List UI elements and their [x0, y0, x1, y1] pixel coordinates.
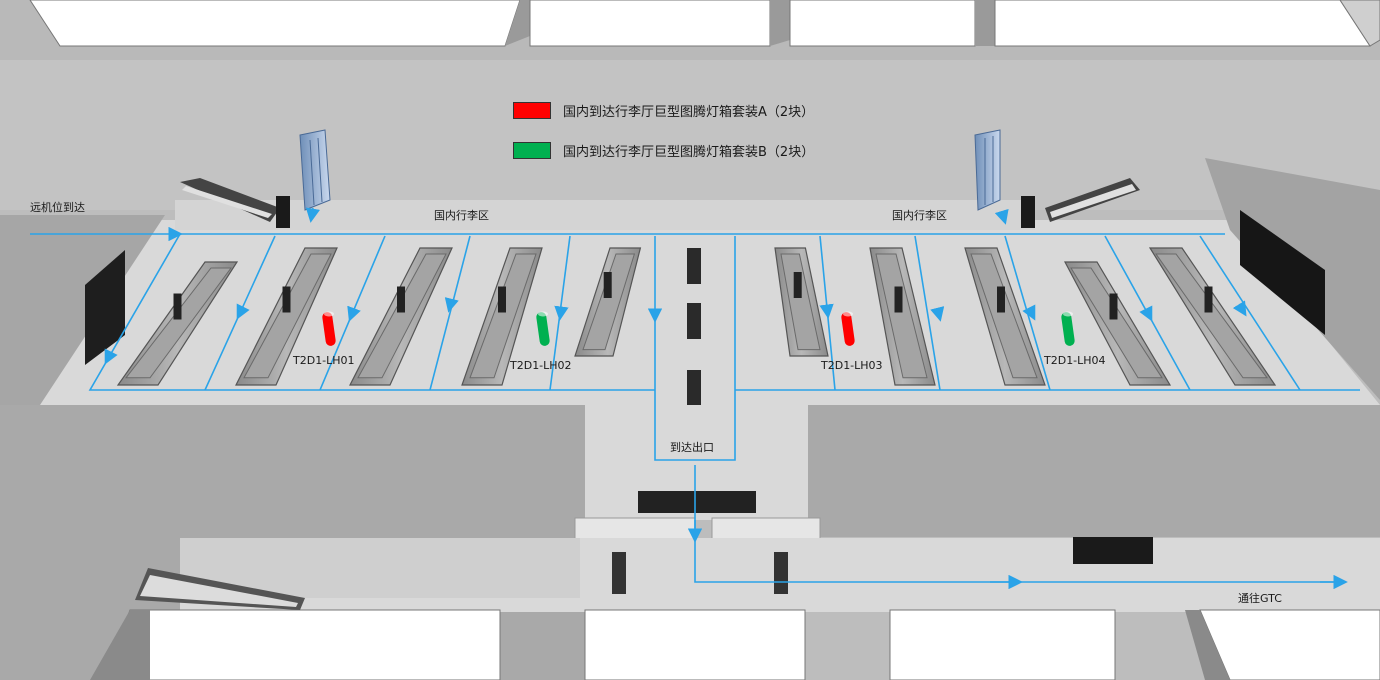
door-right	[774, 552, 788, 594]
marker-label-lh03: T2D1-LH03	[821, 359, 883, 372]
lightbox-marker-t2d1-lh04	[1061, 311, 1075, 346]
legend-text-b: 国内到达行李厅巨型图腾灯箱套装B（2块）	[563, 145, 815, 160]
carousel-display-9	[1109, 293, 1118, 320]
carousel-display-5	[603, 272, 612, 298]
escalator-lower-left	[135, 568, 305, 610]
passenger-flow	[30, 207, 1360, 590]
baggage-carousels	[116, 247, 1277, 386]
carousel-inner-7	[875, 253, 928, 379]
lightbox-marker-t2d1-lh02	[536, 311, 550, 346]
carousel-inner-2	[243, 253, 332, 379]
marker-label-lh02: T2D1-LH02	[510, 359, 572, 372]
carousel-display-3	[397, 286, 405, 313]
central-divider-slots	[687, 248, 701, 408]
left-screen	[85, 250, 125, 365]
door-left	[612, 552, 626, 594]
carousel-display-6	[793, 272, 802, 298]
baggage-area-label-right: 国内行李区	[892, 209, 947, 222]
upper-floor	[0, 60, 1380, 210]
carousel-inner-3	[357, 253, 447, 379]
carousel-display-1	[173, 293, 182, 320]
lower-right-block	[808, 405, 1380, 537]
right-screen	[1240, 210, 1325, 335]
carousel-inner-5	[582, 253, 636, 351]
carousel-inner-10	[1155, 253, 1268, 379]
carousel-inner-8	[970, 253, 1038, 379]
carousel-display-4	[498, 286, 506, 313]
carousel-inner-1	[124, 267, 232, 379]
escalator-upper-left	[180, 178, 290, 228]
legend-swatch-a	[513, 102, 551, 119]
remote-arrival-label: 远机位到达	[30, 201, 85, 214]
exit-sign	[638, 491, 756, 513]
marker-label-lh04: T2D1-LH04	[1044, 354, 1106, 367]
escalator-upper-right	[1021, 178, 1140, 228]
carousel-display-8	[997, 286, 1005, 313]
carousel-inner-4	[469, 253, 537, 379]
legend-item-a: 国内到达行李厅巨型图腾灯箱套装A（2块）	[513, 101, 814, 120]
carousel-display-7	[894, 286, 903, 313]
legend-text-a: 国内到达行李厅巨型图腾灯箱套装A（2块）	[563, 105, 815, 120]
carousel-display-10	[1204, 286, 1213, 313]
bottom-blocks	[90, 609, 1380, 680]
gtc-label: 通往GTC	[1238, 592, 1282, 605]
lightbox-marker-t2d1-lh03	[841, 311, 855, 346]
legend-item-b: 国内到达行李厅巨型图腾灯箱套装B（2块）	[513, 141, 814, 160]
glass-tower-left	[299, 129, 331, 211]
top-skylights	[29, 0, 1380, 47]
flow-left-return	[88, 233, 655, 391]
corridor-screen	[1073, 537, 1153, 564]
marker-label-lh01: T2D1-LH01	[293, 354, 355, 367]
exit-label: 到达出口	[670, 441, 714, 454]
baggage-area-label-left: 国内行李区	[434, 209, 489, 222]
lightbox-marker-t2d1-lh01	[322, 311, 336, 346]
carousel-inner-6	[780, 253, 821, 351]
carousel-display-2	[282, 286, 291, 313]
legend-swatch-b	[513, 142, 551, 159]
carousel-inner-9	[1070, 267, 1163, 379]
flow-to-gtc	[694, 465, 1345, 583]
glass-tower-right	[974, 129, 1001, 211]
